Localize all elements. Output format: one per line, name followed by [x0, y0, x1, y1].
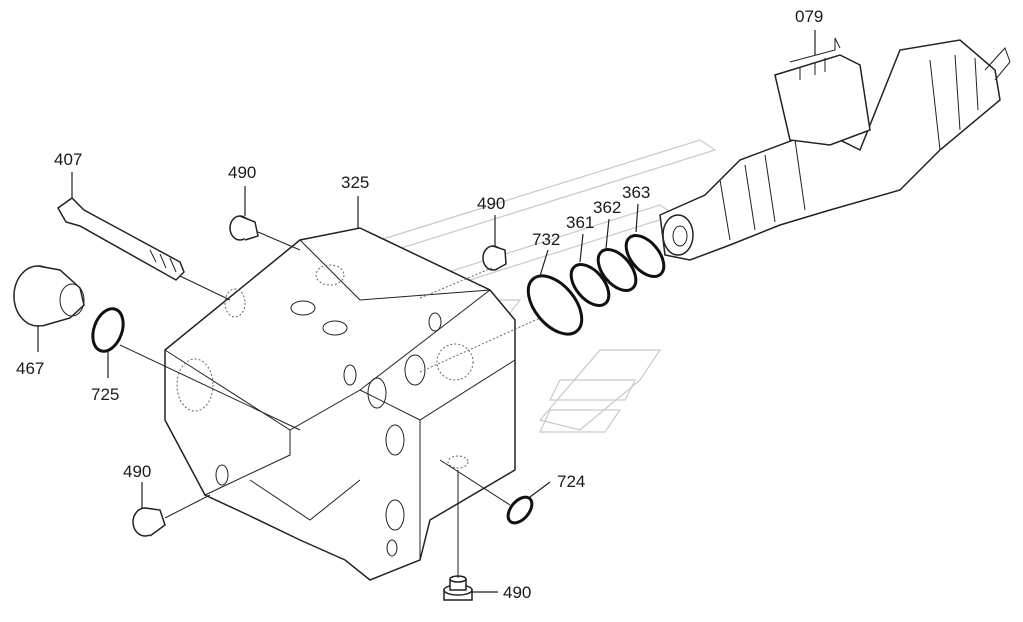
label-490-a: 490 — [228, 163, 256, 182]
plug-490-lower-left — [132, 507, 166, 537]
label-079: 079 — [795, 7, 823, 26]
label-407: 407 — [54, 150, 82, 169]
label-724: 724 — [557, 472, 585, 491]
label-325: 325 — [341, 173, 369, 192]
plug-467 — [13, 265, 85, 327]
valve-body-325 — [164, 227, 516, 581]
label-362: 362 — [593, 198, 621, 217]
label-490-b: 490 — [477, 194, 505, 213]
solenoid-079 — [659, 37, 1011, 261]
part-labels: 079 407 490 325 490 732 361 362 363 467 … — [16, 7, 823, 602]
plug-490-top-right — [482, 245, 507, 271]
plug-490-top-left — [229, 215, 259, 241]
bolt-407 — [57, 197, 185, 281]
label-725: 725 — [91, 385, 119, 404]
leader-lines — [37, 30, 816, 593]
o-ring-362 — [596, 248, 638, 292]
label-490-d: 490 — [503, 583, 531, 602]
o-ring-732 — [526, 274, 584, 336]
label-490-c: 490 — [123, 462, 151, 481]
label-361: 361 — [566, 213, 594, 232]
o-ring-724 — [506, 495, 534, 525]
o-ring-361 — [569, 263, 611, 307]
label-363: 363 — [622, 183, 650, 202]
label-732: 732 — [532, 230, 560, 249]
plug-490-bottom — [443, 575, 473, 601]
o-ring-363 — [624, 234, 666, 278]
o-ring-725 — [91, 307, 125, 353]
label-467: 467 — [16, 359, 44, 378]
